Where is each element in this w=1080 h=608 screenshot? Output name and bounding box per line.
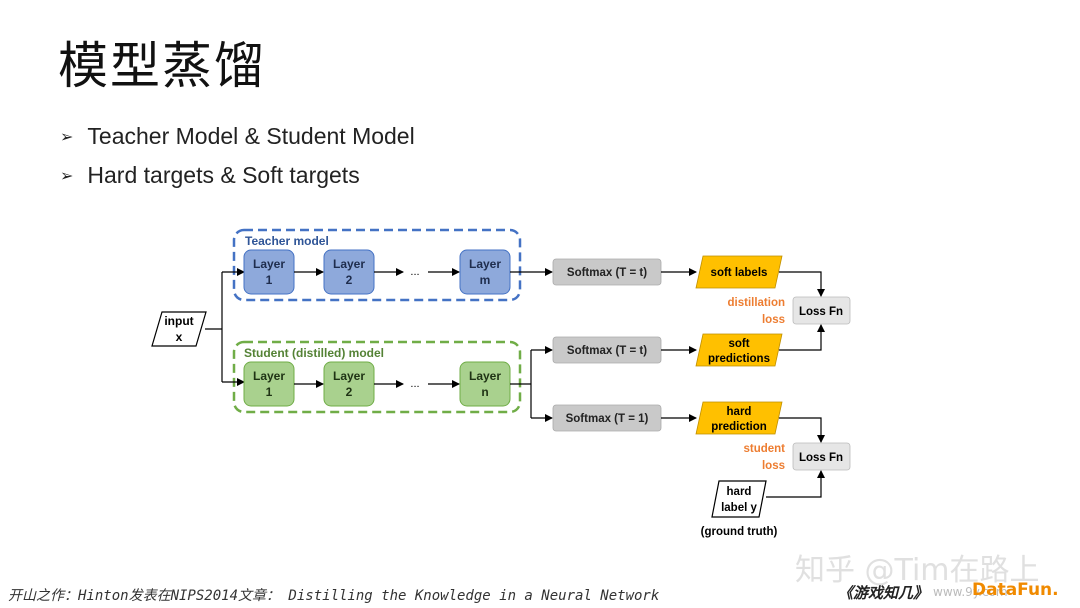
loss-fn-label: Loss Fn bbox=[799, 452, 843, 464]
layer-index: 1 bbox=[266, 385, 273, 399]
teacher-group-label: Teacher model bbox=[245, 234, 329, 248]
soft-labels-label: soft labels bbox=[711, 267, 768, 279]
layer-label: Layer bbox=[469, 257, 501, 271]
watermark-text: 知乎 @Tim在路上 bbox=[795, 553, 1040, 588]
soft-predictions-node bbox=[695, 333, 783, 367]
teacher-group-box bbox=[232, 228, 522, 302]
arrow-bullet-icon: ➢ bbox=[60, 128, 74, 146]
distillation-loss-label: distillation bbox=[728, 297, 786, 309]
bullet-item: ➢ Teacher Model & Student Model bbox=[60, 117, 415, 156]
loss-fn-label: Loss Fn bbox=[799, 306, 843, 318]
arrow bbox=[779, 417, 825, 443]
arrow-bullet-icon: ➢ bbox=[60, 167, 74, 185]
layer-index: 2 bbox=[346, 273, 353, 287]
ellipsis: ... bbox=[410, 266, 419, 278]
bullet-item: ➢ Hard targets & Soft targets bbox=[60, 156, 415, 195]
output-label: predictions bbox=[708, 353, 770, 365]
source-caption: 开山之作：Hinton发表在NIPS2014文章： Distilling the… bbox=[8, 588, 660, 604]
output-label: hard bbox=[727, 406, 752, 418]
bullet-list: ➢ Teacher Model & Student Model ➢ Hard t… bbox=[60, 117, 415, 195]
ellipsis: ... bbox=[410, 378, 419, 390]
layer-index: 2 bbox=[346, 385, 353, 399]
brand-url: www.9y.com bbox=[933, 585, 1008, 599]
brand-logo: 《游戏知几》 bbox=[838, 584, 929, 602]
slide-title: 模型蒸馏 bbox=[58, 37, 266, 95]
input-var: x bbox=[176, 330, 183, 344]
input-label: input bbox=[164, 314, 193, 328]
student-group-box bbox=[232, 340, 522, 414]
bullet-text: Teacher Model & Student Model bbox=[87, 123, 415, 149]
layer-label: Layer bbox=[253, 257, 285, 271]
layer-index: 1 bbox=[266, 273, 273, 287]
hard-label-text: label y bbox=[721, 502, 757, 514]
layer-label: Layer bbox=[253, 369, 285, 383]
hard-label-node bbox=[711, 480, 767, 518]
student-group-label: Student (distilled) model bbox=[244, 346, 384, 360]
bullet-text: Hard targets & Soft targets bbox=[87, 162, 360, 188]
softmax-label: Softmax (T = t) bbox=[567, 267, 647, 279]
layer-index: m bbox=[480, 273, 491, 287]
arrow bbox=[779, 271, 825, 297]
hard-prediction-node bbox=[695, 401, 783, 435]
softmax-label: Softmax (T = 1) bbox=[566, 413, 649, 425]
student-loss-label: loss bbox=[762, 460, 785, 472]
softmax-label: Softmax (T = t) bbox=[567, 345, 647, 357]
ground-truth-label: (ground truth) bbox=[701, 526, 778, 538]
layer-label: Layer bbox=[333, 257, 365, 271]
arrow bbox=[766, 470, 825, 498]
arrow bbox=[779, 324, 825, 351]
layer-label: Layer bbox=[469, 369, 501, 383]
student-loss-label: student bbox=[743, 443, 785, 455]
input-node bbox=[151, 311, 207, 347]
hard-label-text: hard bbox=[727, 486, 752, 498]
output-label: soft bbox=[728, 338, 749, 350]
soft-labels-node bbox=[695, 255, 783, 289]
layer-label: Layer bbox=[333, 369, 365, 383]
datafun-logo: DataFun. bbox=[972, 580, 1059, 600]
output-label: prediction bbox=[711, 421, 767, 433]
distillation-loss-label: loss bbox=[762, 314, 785, 326]
layer-index: n bbox=[481, 385, 488, 399]
